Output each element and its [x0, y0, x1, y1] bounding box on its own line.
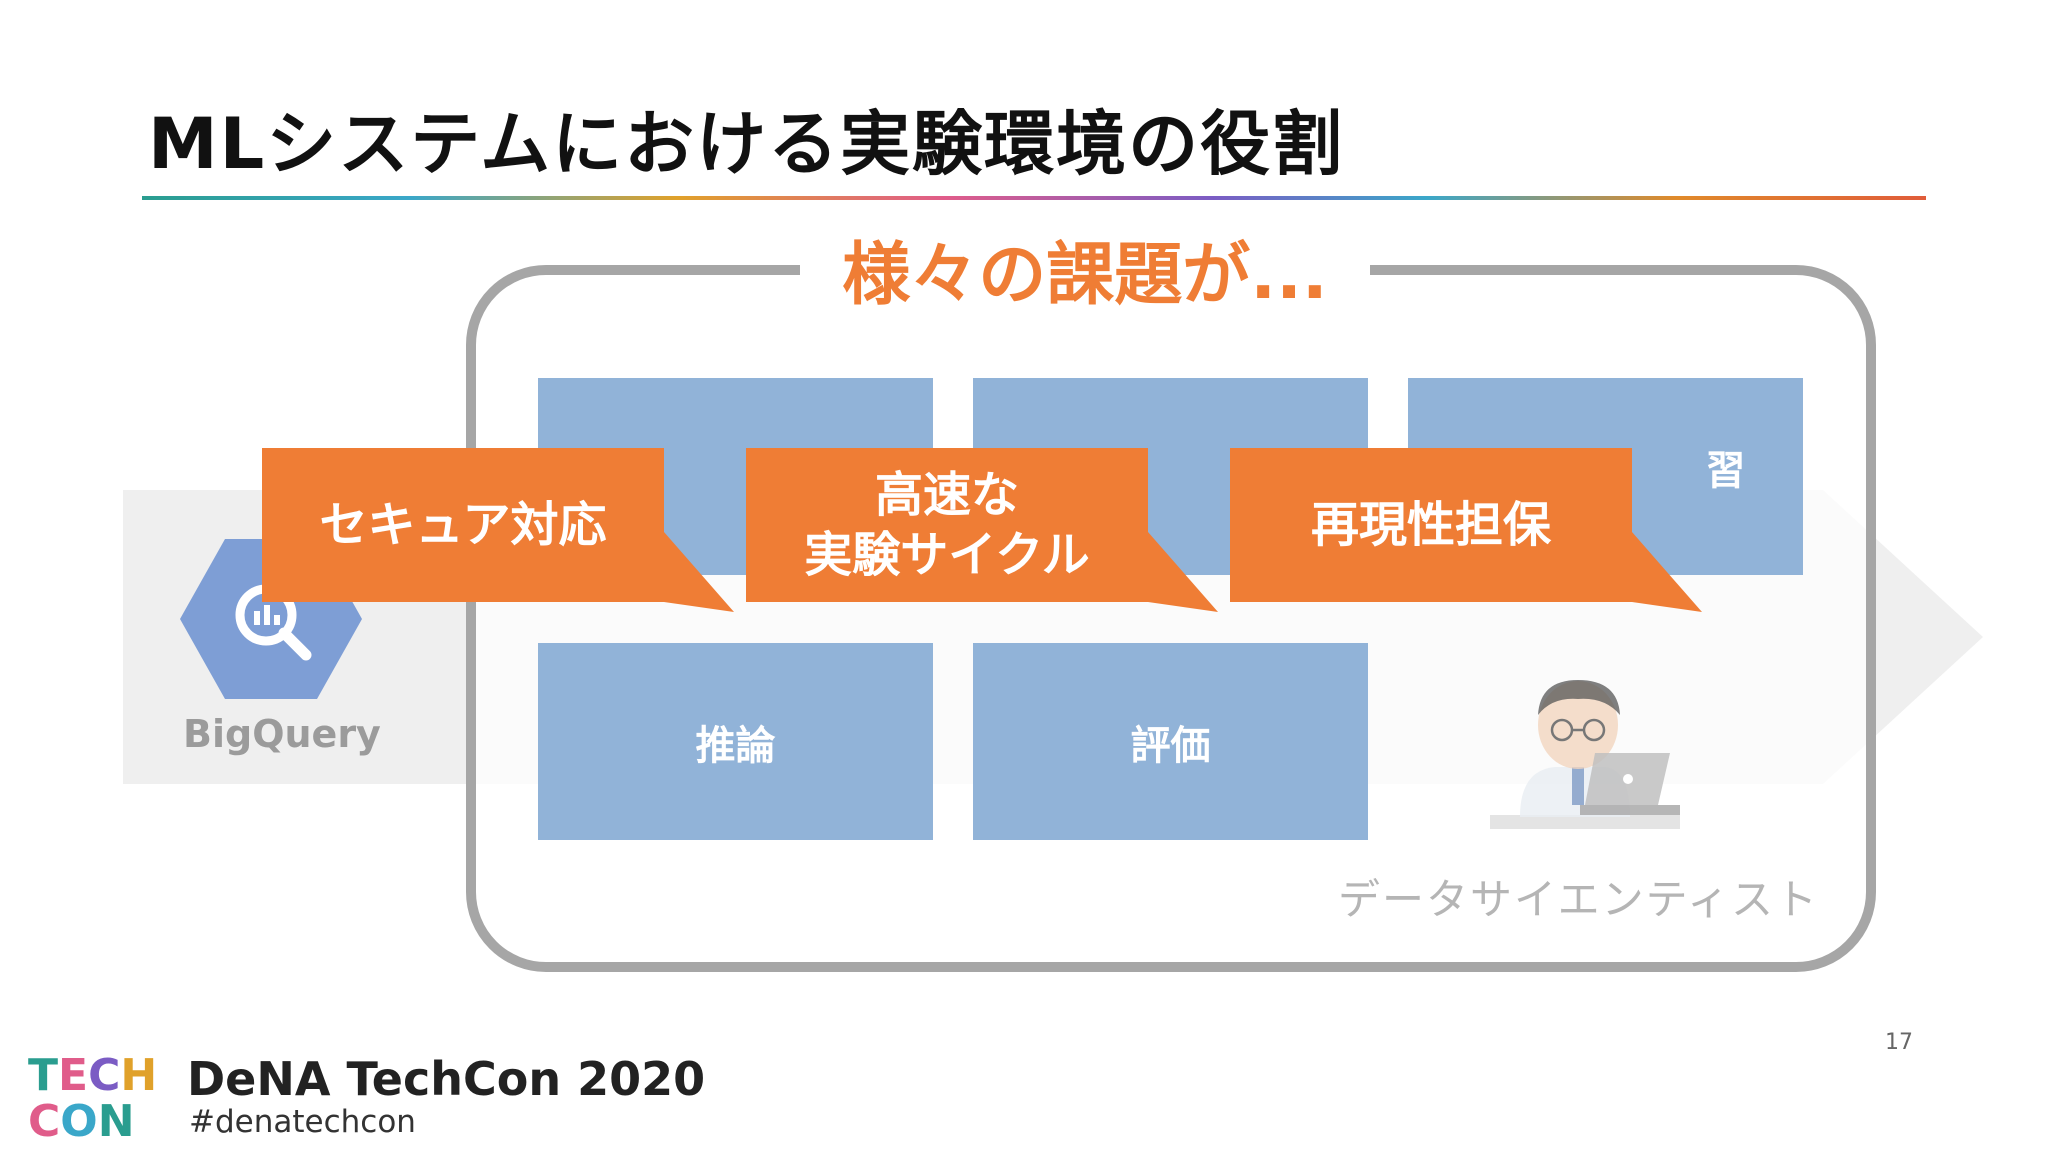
techcon-logo: TECH CON	[28, 1050, 157, 1140]
event-name: DeNA TechCon 2020	[187, 1052, 706, 1106]
headline-container: 様々の課題が...	[800, 236, 1370, 316]
stage-fragment: 習	[1705, 447, 1746, 494]
bigquery-label: BigQuery	[183, 712, 381, 756]
title-divider	[142, 196, 1926, 200]
callout-tail	[1148, 532, 1218, 612]
callout-reproducibility: 再現性担保	[1230, 448, 1632, 602]
stage-box-evaluation: 評価	[973, 643, 1368, 840]
challenges-headline: 様々の課題が...	[842, 236, 1328, 315]
page-number: 17	[1885, 1030, 1913, 1055]
callout-text: セキュア対応	[319, 497, 607, 553]
callout-security: セキュア対応	[262, 448, 664, 602]
callout-tail	[1632, 532, 1702, 612]
callout-text: 実験サイクル	[804, 527, 1090, 583]
callout-tail	[664, 532, 734, 612]
callout-fast-cycle: 高速な 実験サイクル	[746, 448, 1148, 602]
callout-text: 再現性担保	[1310, 497, 1551, 553]
stage-label: 推論	[695, 722, 776, 769]
stage-box-inference: 推論	[538, 643, 933, 840]
svg-text:CON: CON	[28, 1096, 135, 1140]
laptop-icon	[1580, 753, 1680, 815]
event-hashtag: #denatechcon	[189, 1104, 416, 1140]
data-scientist-icon	[1490, 680, 1680, 829]
svg-text:TECH: TECH	[28, 1050, 157, 1101]
stage-label: 評価	[1130, 722, 1211, 769]
data-scientist-label: データサイエンティスト	[1338, 875, 1820, 924]
slide-title: MLシステムにおける実験環境の役割	[148, 103, 1345, 185]
callout-text: 高速な	[874, 467, 1019, 523]
